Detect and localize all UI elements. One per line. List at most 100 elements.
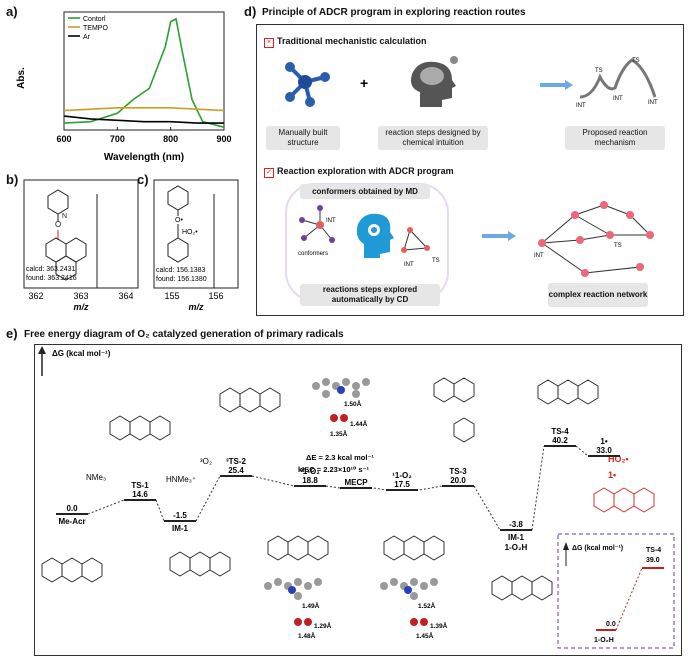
plot-frame bbox=[63, 11, 225, 131]
inset-value: 0.0 bbox=[606, 621, 616, 628]
checkbox-icon: ✓ bbox=[264, 168, 274, 178]
molecule-structure-icon bbox=[285, 62, 330, 107]
panel-label-e: e) bbox=[6, 326, 18, 341]
level-name: TS-1 bbox=[131, 481, 149, 490]
kisc-label: kISC = 2.23×10¹⁰ s⁻¹ bbox=[298, 465, 370, 474]
inset-name: TS-4 bbox=[646, 547, 661, 554]
bond-distance: 1.52Å bbox=[418, 601, 436, 610]
y-axis-label: ΔG (kcal mol⁻¹) bbox=[52, 349, 111, 358]
svg-text:TS: TS bbox=[632, 58, 640, 64]
level-name: Me-Acr bbox=[58, 517, 85, 526]
legend-entry: Ar bbox=[83, 34, 91, 41]
ball-model-singlet bbox=[380, 578, 438, 626]
found-value: found: 156.1380 bbox=[156, 276, 207, 283]
level-value: 40.2 bbox=[552, 436, 568, 445]
calcd-value: calcd: 363.2431 bbox=[26, 266, 76, 273]
o2h-molecule bbox=[491, 575, 553, 601]
energy-diagram: ΔG (kcal mol⁻¹) bbox=[38, 346, 675, 649]
pill-md-conformers: conformers obtained by MD bbox=[300, 184, 430, 199]
delta-e-label: ΔE = 2.3 kcal mol⁻¹ bbox=[306, 453, 374, 462]
radical-molecule bbox=[593, 487, 655, 513]
svg-text:TS: TS bbox=[595, 68, 603, 74]
level-name: ³1-O₂ bbox=[300, 467, 320, 476]
legend-entry: TEMPO bbox=[83, 25, 108, 32]
svg-text:TS: TS bbox=[614, 243, 622, 249]
radical-label: 1• bbox=[608, 470, 616, 480]
reagent-label: ³O₂ bbox=[200, 457, 212, 466]
x-tick-label: 155 bbox=[164, 291, 179, 301]
level-value: 0.0 bbox=[66, 504, 78, 513]
panel-label-c: c) bbox=[137, 172, 149, 187]
level-value: -1.5 bbox=[173, 511, 187, 520]
ts4-molecule bbox=[537, 379, 599, 405]
traditional-icons: + INT TS INT TS INT bbox=[285, 56, 658, 109]
me-acr-molecule bbox=[41, 557, 103, 583]
reagent-label: HO₂• bbox=[182, 229, 198, 236]
level-name: TS-4 bbox=[551, 427, 569, 436]
svg-text:conformers: conformers bbox=[298, 251, 328, 257]
bond-distance: 1.39Å bbox=[430, 621, 448, 630]
svg-text:INT: INT bbox=[613, 96, 623, 102]
x-axis-label: Wavelength (nm) bbox=[104, 152, 184, 163]
svg-text:O: O bbox=[55, 220, 61, 229]
panel-e-frame bbox=[34, 344, 682, 656]
reagent-label: NMe₃ bbox=[86, 473, 106, 482]
x-tick-label: 363 bbox=[73, 291, 88, 301]
panel-label-a: a) bbox=[6, 4, 18, 19]
level-name: MECP bbox=[344, 478, 368, 487]
ms-chart-c: O• HO₂• calcd: 156.1383 found: 156.1380 … bbox=[153, 179, 239, 311]
y-axis-label: Abs. bbox=[16, 67, 27, 89]
level-value: -3.8 bbox=[509, 520, 523, 529]
ho2-label: HO₂• bbox=[608, 454, 629, 464]
svg-text:TS: TS bbox=[432, 258, 440, 264]
level-value: 25.4 bbox=[228, 466, 244, 475]
svg-text:O•: O• bbox=[175, 217, 183, 224]
x-tick-label: 900 bbox=[216, 134, 231, 144]
level-value: 18.8 bbox=[302, 476, 318, 485]
svg-text:INT: INT bbox=[648, 100, 658, 106]
ai-head-icon bbox=[356, 213, 394, 258]
x-tick-label: 600 bbox=[56, 134, 71, 144]
svg-text:INT: INT bbox=[576, 103, 586, 109]
series-line-contorl bbox=[63, 17, 225, 128]
adcr-title: Reaction exploration with ADCR program bbox=[277, 166, 454, 176]
panel-e-title: Free energy diagram of O₂ catalyzed gene… bbox=[24, 329, 344, 340]
inset-value: 39.0 bbox=[646, 557, 660, 564]
pill-cd-reactions: reactions steps explored automatically b… bbox=[300, 284, 440, 306]
level-name: ³TS-2 bbox=[226, 457, 247, 466]
bond-distance: 1.48Å bbox=[298, 631, 316, 640]
im1-molecule bbox=[169, 551, 231, 577]
level-name: TS-3 bbox=[449, 467, 467, 476]
ts1-molecule bbox=[109, 415, 171, 441]
level-name: 1-O₂H bbox=[505, 543, 528, 552]
molecule-sketches bbox=[41, 377, 655, 601]
bond-distance: 1.35Å bbox=[330, 429, 348, 438]
o2-adduct-molecule bbox=[267, 535, 329, 561]
bond-distance: 1.29Å bbox=[314, 621, 332, 630]
x-tick-label: 364 bbox=[118, 291, 133, 301]
panel-d-frame bbox=[256, 24, 684, 316]
x-tick-label: 156 bbox=[208, 291, 223, 301]
pill-chemical-intuition: reaction steps designed by chemical intu… bbox=[378, 126, 488, 150]
ball-model-triplet bbox=[264, 578, 322, 626]
svg-text:N: N bbox=[62, 213, 67, 220]
level-name: IM-1 bbox=[508, 533, 525, 542]
x-tick-label: 800 bbox=[163, 134, 178, 144]
level-name: 1• bbox=[600, 437, 607, 446]
panel-d-title: Principle of ADCR program in exploring r… bbox=[262, 7, 526, 18]
level-value: 14.6 bbox=[132, 490, 148, 499]
x-tick-label: 362 bbox=[28, 291, 43, 301]
pill-complex-network: complex reaction network bbox=[548, 283, 648, 307]
calcd-value: calcd: 156.1383 bbox=[156, 267, 206, 274]
pill-manual-structure: Manually built structure bbox=[266, 126, 340, 150]
inset-name: 1-O₂H bbox=[594, 637, 614, 644]
svg-text:INT: INT bbox=[326, 218, 336, 224]
series-line-tempo bbox=[63, 107, 225, 112]
svg-text:+: + bbox=[360, 75, 368, 91]
panel-label-d: d) bbox=[244, 4, 257, 19]
bond-distance: 1.45Å bbox=[416, 631, 434, 640]
